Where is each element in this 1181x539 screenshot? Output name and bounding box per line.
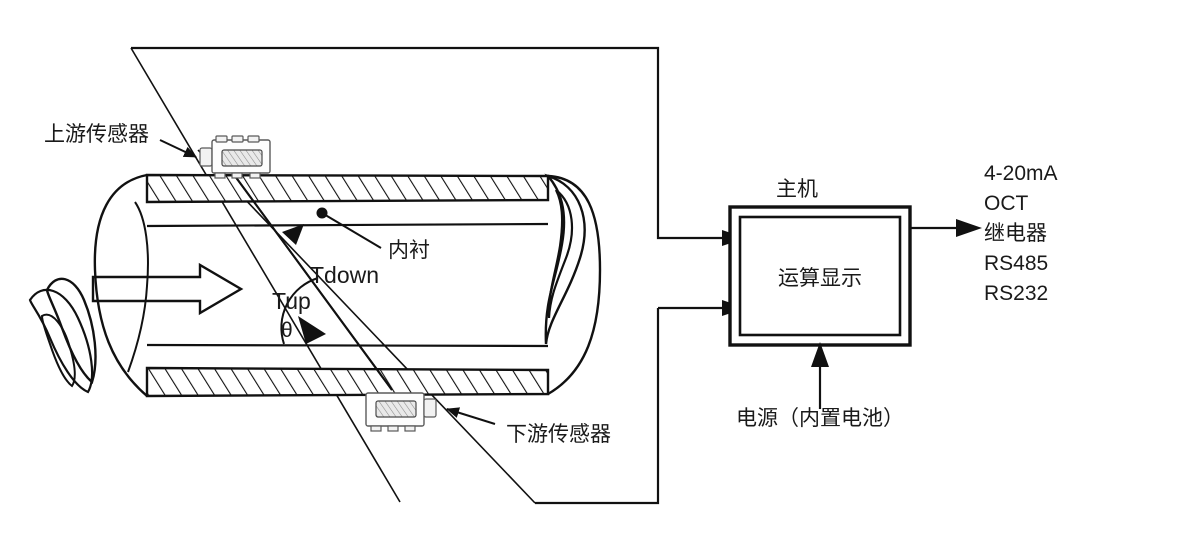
output-item-4: RS232 [984,282,1048,305]
beam-arrowhead-up [282,224,304,245]
label-power: 电源（内置电池） [736,407,904,430]
downstream-sensor[interactable] [365,392,437,432]
label-host-inner: 运算显示 [778,267,862,290]
leader-upstream-sensor [159,139,197,158]
pipe-right-end-outer [547,174,602,396]
leader-lining [321,212,382,249]
host-inner-frame [738,215,902,337]
pipe-right-end-swirl [544,173,586,345]
power-wire-arrowhead [811,342,829,367]
label-host: 主机 [776,178,818,201]
output-item-1: OCT [984,192,1029,215]
leader-lining-dot [316,207,328,219]
host-unit[interactable] [728,205,912,347]
pipe-wall-bottom [145,366,550,398]
pipe-lining-bottom [146,343,549,348]
host-output-wire [910,219,982,237]
output-item-2: 继电器 [984,222,1047,245]
label-lining: 内衬 [388,239,430,262]
ultrasonic-beam-path [231,171,393,391]
label-upstream-sensor: 上游传感器 [44,123,149,146]
upstream-signal-wire [130,46,746,503]
label-tup: Tup [272,288,311,314]
pipe-left-cut-face [127,201,149,373]
output-item-3: RS485 [984,252,1048,275]
output-wire-arrowhead [956,219,982,237]
label-tdown: Tdown [310,262,379,288]
label-theta: θ [281,319,293,342]
flow-direction-arrow [91,262,244,316]
leader-downstream-sensor [446,407,496,425]
callout-leaders [159,139,496,425]
upstream-sensor[interactable] [199,135,271,179]
pipe-left-end-swirl [28,277,97,394]
pipe-lining-top [146,222,549,228]
pipe-assembly [28,173,602,398]
beam-arrowhead-down [298,316,326,344]
angle-arc-theta [280,277,319,345]
label-downstream-sensor: 下游传感器 [506,423,611,446]
output-item-0: 4-20mA [984,162,1058,185]
power-wire [811,342,829,409]
pipe-left-end-outer [93,173,148,397]
output-list: 4-20mA OCT 继电器 RS485 RS232 [984,162,1058,305]
pipe-wall-top [145,173,550,204]
